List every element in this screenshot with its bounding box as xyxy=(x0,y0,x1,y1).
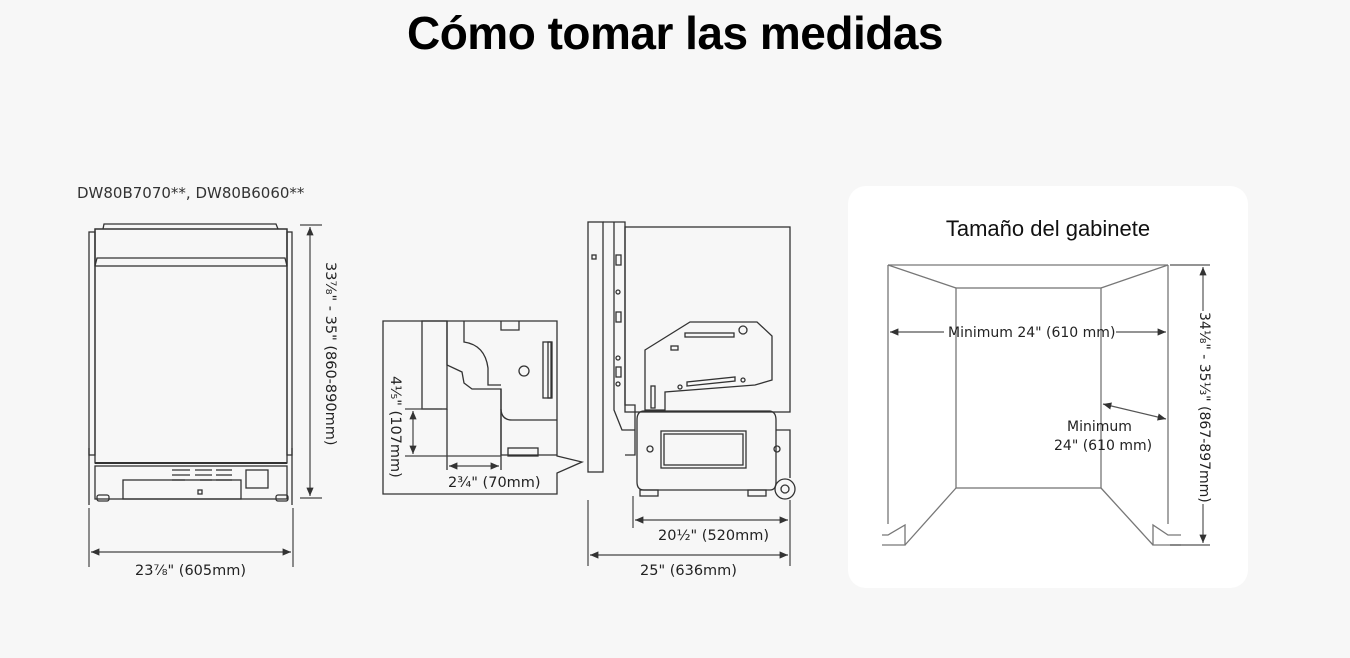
model-label: DW80B7070**, DW80B6060** xyxy=(77,184,305,202)
page-title: Cómo tomar las medidas xyxy=(406,7,944,59)
detail-vertical-dimension: 4⅕" (107mm) xyxy=(387,376,403,478)
detail-horizontal-dimension: 2¾" (70mm) xyxy=(448,475,541,491)
cabinet-depth-label-line1: Minimum xyxy=(1067,419,1132,435)
side-inner-depth-dimension: 20½" (520mm) xyxy=(658,528,770,544)
cabinet-width-label: Minimum 24" (610 mm) xyxy=(948,325,1116,341)
cabinet-depth-label-line2: 24" (610 mm) xyxy=(1054,438,1153,454)
cabinet-drawing xyxy=(882,264,1210,546)
side-view-drawing xyxy=(587,221,796,500)
front-view-dishwasher xyxy=(88,223,293,505)
side-total-depth-dimension: 25" (636mm) xyxy=(640,563,737,579)
front-width-dimension: 23⅞" (605mm) xyxy=(135,563,247,579)
cabinet-height-dimension: 34⅛" - 35⅓" (867-897mm) xyxy=(1196,312,1212,503)
cabinet-title: Tamaño del gabinete xyxy=(945,216,1151,241)
front-height-dimension: 33⅞" - 35" (860-890mm) xyxy=(322,262,338,446)
cabinet-size-card: Tamaño del gabinete Minimum 24" (610 mm)… xyxy=(848,186,1248,588)
detail-view-drawing xyxy=(382,320,585,495)
